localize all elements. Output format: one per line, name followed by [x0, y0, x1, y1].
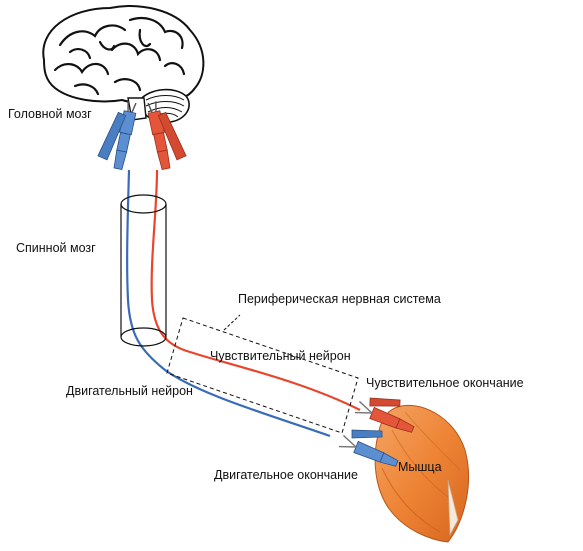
sensory-ending-clip — [354, 400, 415, 433]
spinal-cord-cylinder — [120, 194, 167, 347]
brain-sensory-clip-back — [157, 111, 187, 161]
sensory-neuron-wire — [150, 169, 361, 411]
motor-neuron-label: Двигательный нейрон — [66, 384, 193, 398]
pns-dashed-region — [166, 314, 359, 434]
motor-ending-label: Двигательное окончание — [214, 468, 358, 482]
sensory-neuron-label: Чувствительный нейрон — [210, 349, 351, 363]
motor-ending-clip-back — [351, 429, 383, 439]
spinal-cord-label: Спинной мозг — [16, 241, 96, 255]
brain-motor-clip-back — [97, 111, 127, 161]
muscle-illustration — [374, 404, 470, 543]
motor-neuron-wire — [126, 169, 331, 438]
brain-label: Головной мозг — [8, 107, 92, 121]
motor-ending-clip — [338, 434, 399, 467]
brain-illustration — [42, 5, 205, 124]
sensory-ending-label: Чувствительное окончание — [366, 376, 524, 390]
muscle-label: Мышца — [398, 460, 442, 474]
pns-label: Периферическая нервная система — [238, 292, 441, 306]
sensory-ending-clip-back — [369, 397, 401, 407]
